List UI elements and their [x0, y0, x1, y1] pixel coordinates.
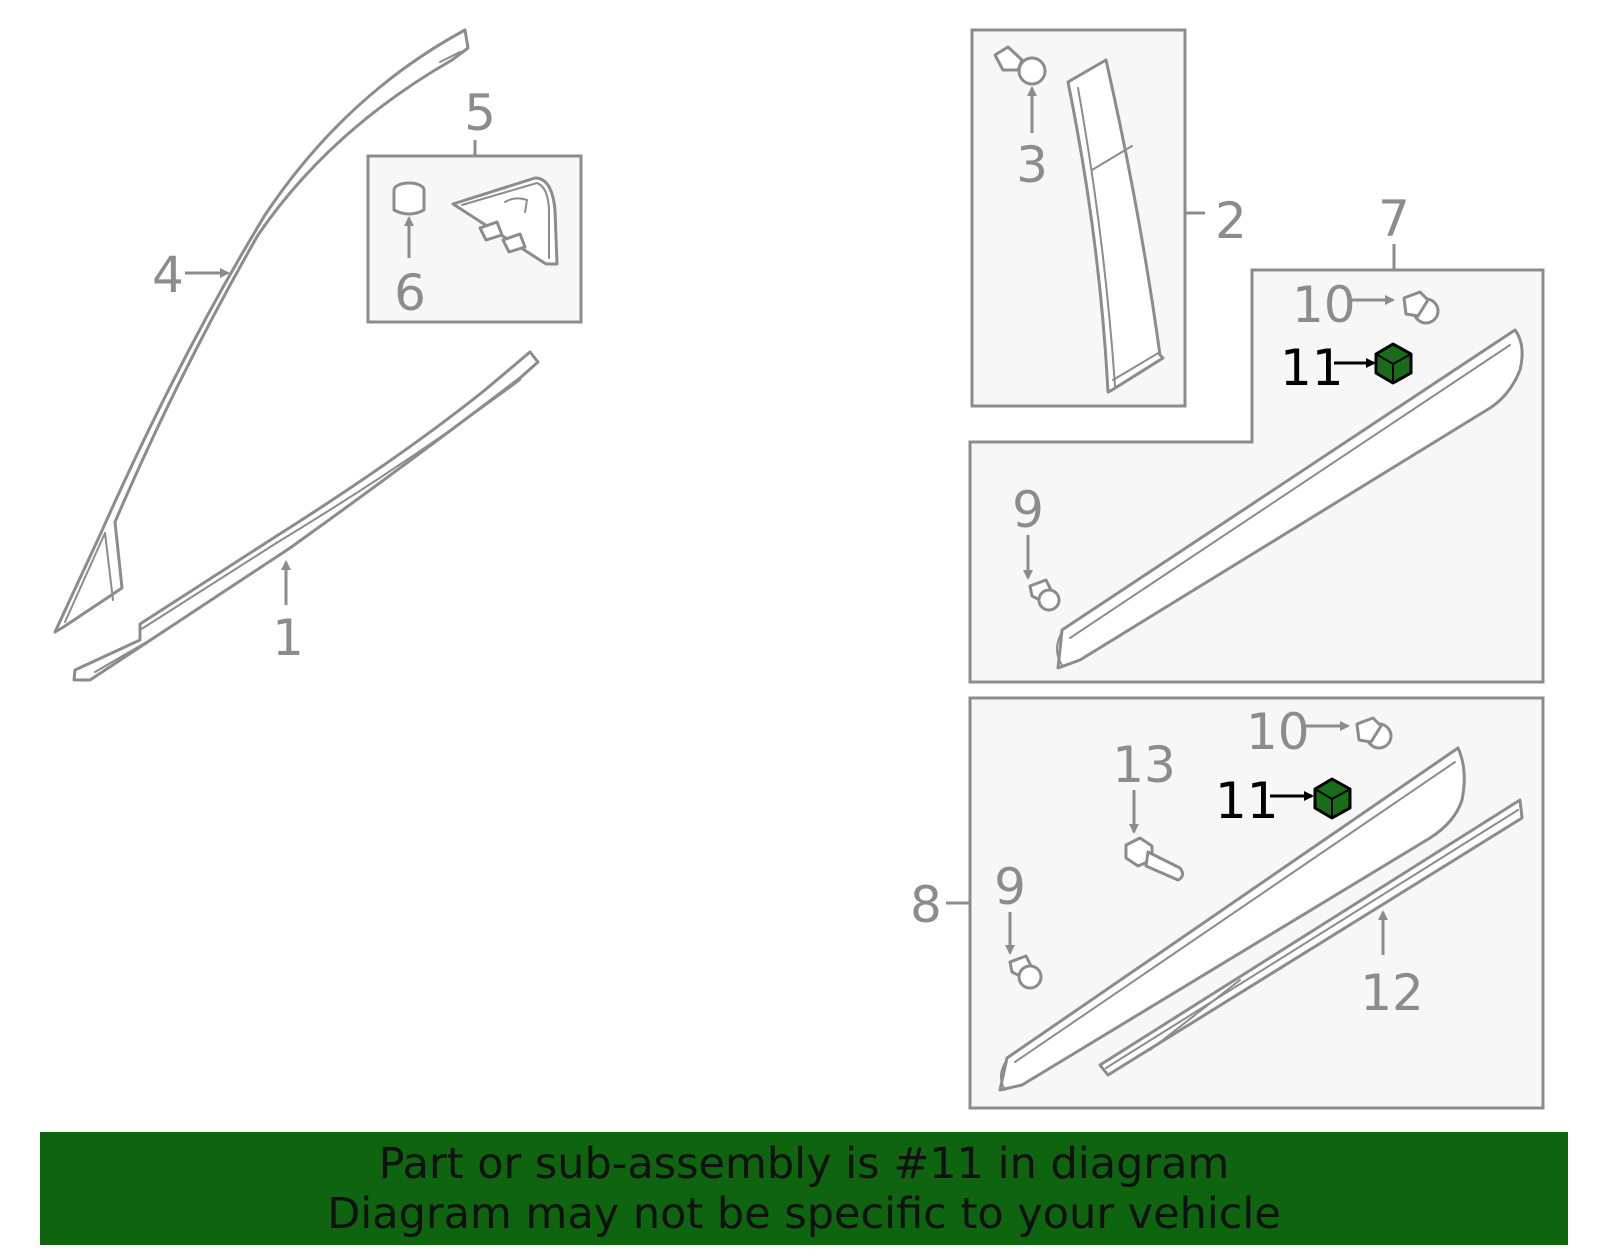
part-3-clip: [993, 45, 1047, 86]
callout-10-lower: 10: [1246, 703, 1310, 761]
part-10-clip-b: [1355, 716, 1393, 750]
part-12-strip: [1098, 798, 1524, 1077]
callout-labels: 1 2 3 4 5 6 7 8 9 9 10 10 11 11 12 13: [152, 84, 1424, 1022]
callout-13: 13: [1112, 736, 1176, 794]
part-10-clip-a: [1402, 290, 1440, 325]
part-7-box: [968, 244, 1545, 684]
callout-8: 8: [910, 876, 942, 934]
info-banner: Part or sub-assembly is #11 in diagram D…: [40, 1132, 1568, 1245]
callout-2: 2: [1215, 192, 1247, 250]
part-6-clip: [392, 181, 426, 216]
part-11-clip-highlighted-a: [1374, 342, 1413, 385]
part-9-clip-b: [1008, 954, 1043, 990]
callout-3: 3: [1016, 136, 1048, 194]
part-5-box: [366, 140, 583, 324]
callout-11-upper: 11: [1280, 339, 1344, 397]
part-2-box: [970, 28, 1205, 408]
banner-line-1: Part or sub-assembly is #11 in diagram: [378, 1138, 1230, 1189]
callout-9-lower: 9: [994, 858, 1026, 916]
banner-line-2: Diagram may not be specific to your vehi…: [327, 1188, 1281, 1239]
callout-4: 4: [152, 246, 184, 304]
part-11-clip-highlighted-b: [1313, 777, 1352, 820]
part-9-clip-a: [1028, 578, 1061, 612]
part-8-box: [946, 696, 1545, 1110]
callout-10-upper: 10: [1292, 276, 1356, 334]
callout-1: 1: [272, 609, 304, 667]
callout-6: 6: [394, 264, 426, 322]
callout-11-lower: 11: [1215, 772, 1279, 830]
callout-9-upper: 9: [1012, 481, 1044, 539]
door-molding-upper: [1056, 328, 1524, 670]
callout-7: 7: [1378, 190, 1410, 248]
part-13-bolt: [1124, 836, 1185, 882]
part-1-belt-molding: [72, 350, 540, 682]
door-molding-lower: [998, 746, 1466, 1092]
callout-5: 5: [464, 84, 496, 142]
part-4-pillar-molding: [53, 28, 470, 634]
callout-12: 12: [1360, 964, 1424, 1022]
